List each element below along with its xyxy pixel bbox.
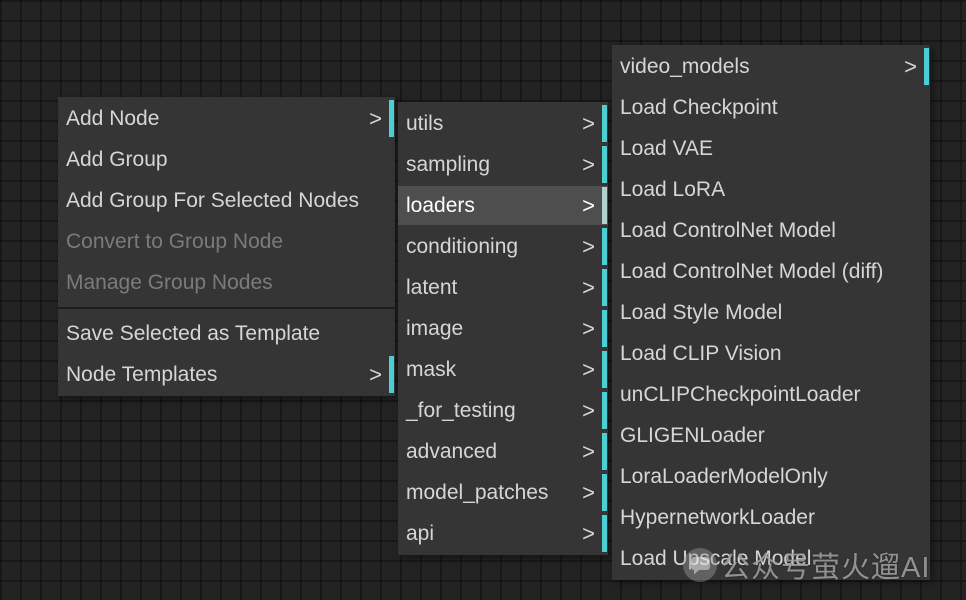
submenu-indicator-bar <box>602 105 607 142</box>
menu-item-label: Add Group <box>66 148 168 171</box>
menu-item-label: Load ControlNet Model (diff) <box>620 260 884 283</box>
menu-separator <box>58 307 395 309</box>
chevron-right-icon: > <box>582 234 595 259</box>
category-item-api[interactable]: api > <box>398 514 608 553</box>
chevron-right-icon: > <box>582 521 595 546</box>
menu-item-label: _for_testing <box>406 399 516 422</box>
chevron-right-icon: > <box>369 106 382 131</box>
chevron-right-icon: > <box>582 111 595 136</box>
submenu-indicator-bar <box>924 48 929 85</box>
loader-item-hypernetwork-loader[interactable]: HypernetworkLoader <box>612 498 930 537</box>
loader-item-load-vae[interactable]: Load VAE <box>612 129 930 168</box>
menu-item-add-node[interactable]: Add Node > <box>58 99 395 138</box>
menu-item-label: Load VAE <box>620 137 714 160</box>
chevron-right-icon: > <box>582 398 595 423</box>
submenu-indicator-bar <box>602 146 607 183</box>
category-item-model-patches[interactable]: model_patches > <box>398 473 608 512</box>
category-item-sampling[interactable]: sampling > <box>398 145 608 184</box>
chevron-right-icon: > <box>582 357 595 382</box>
menu-item-manage-group-nodes: Manage Group Nodes <box>58 263 395 302</box>
loader-item-load-style-model[interactable]: Load Style Model <box>612 293 930 332</box>
menu-item-label: latent <box>406 276 458 299</box>
loader-item-load-upscale-model[interactable]: Load Upscale Model <box>612 539 930 578</box>
context-menu-main: Add Node > Add Group Add Group For Selec… <box>58 97 395 396</box>
menu-item-label: Save Selected as Template <box>66 322 321 345</box>
loader-item-lora-loader-model-only[interactable]: LoraLoaderModelOnly <box>612 457 930 496</box>
category-item-advanced[interactable]: advanced > <box>398 432 608 471</box>
submenu-indicator-bar <box>602 310 607 347</box>
category-item-mask[interactable]: mask > <box>398 350 608 389</box>
menu-item-label: advanced <box>406 440 498 463</box>
submenu-indicator-bar <box>602 433 607 470</box>
menu-item-label: Node Templates <box>66 363 218 386</box>
submenu-indicator-bar <box>602 187 607 224</box>
submenu-indicator-bar <box>602 515 607 552</box>
submenu-indicator-bar <box>602 228 607 265</box>
menu-item-label: video_models <box>620 55 750 78</box>
submenu-indicator-bar <box>602 474 607 511</box>
loader-item-load-clip-vision[interactable]: Load CLIP Vision <box>612 334 930 373</box>
menu-item-label: Load Checkpoint <box>620 96 778 119</box>
menu-item-label: Add Node <box>66 107 160 130</box>
chevron-right-icon: > <box>369 362 382 387</box>
menu-item-label: loaders <box>406 194 475 217</box>
submenu-indicator-bar <box>602 392 607 429</box>
menu-item-node-templates[interactable]: Node Templates > <box>58 355 395 394</box>
menu-item-add-group[interactable]: Add Group <box>58 140 395 179</box>
category-item-latent[interactable]: latent > <box>398 268 608 307</box>
menu-item-label: sampling <box>406 153 491 176</box>
category-item-for-testing[interactable]: _for_testing > <box>398 391 608 430</box>
chevron-right-icon: > <box>582 193 595 218</box>
menu-item-label: Convert to Group Node <box>66 230 284 253</box>
menu-item-label: conditioning <box>406 235 519 258</box>
menu-item-label: Add Group For Selected Nodes <box>66 189 359 212</box>
category-item-utils[interactable]: utils > <box>398 104 608 143</box>
menu-item-label: model_patches <box>406 481 549 504</box>
menu-item-label: Manage Group Nodes <box>66 271 273 294</box>
menu-item-add-group-for-selected-nodes[interactable]: Add Group For Selected Nodes <box>58 181 395 220</box>
submenu-indicator-bar <box>602 269 607 306</box>
loader-item-load-controlnet-model-diff[interactable]: Load ControlNet Model (diff) <box>612 252 930 291</box>
menu-item-label: HypernetworkLoader <box>620 506 815 529</box>
menu-item-label: Load Style Model <box>620 301 783 324</box>
context-menu-categories: utils > sampling > loaders > conditionin… <box>398 102 608 555</box>
context-menu-loaders: video_models > Load Checkpoint Load VAE … <box>612 45 930 580</box>
chevron-right-icon: > <box>904 54 917 79</box>
chevron-right-icon: > <box>582 439 595 464</box>
loader-item-load-checkpoint[interactable]: Load Checkpoint <box>612 88 930 127</box>
category-item-loaders[interactable]: loaders > <box>398 186 608 225</box>
loader-item-unclip-checkpoint-loader[interactable]: unCLIPCheckpointLoader <box>612 375 930 414</box>
menu-item-convert-to-group-node: Convert to Group Node <box>58 222 395 261</box>
loader-item-video-models[interactable]: video_models > <box>612 47 930 86</box>
menu-item-label: Load ControlNet Model <box>620 219 836 242</box>
menu-item-label: Load LoRA <box>620 178 726 201</box>
menu-item-label: Load CLIP Vision <box>620 342 782 365</box>
category-item-image[interactable]: image > <box>398 309 608 348</box>
menu-item-label: image <box>406 317 464 340</box>
menu-item-label: LoraLoaderModelOnly <box>620 465 828 488</box>
menu-item-label: Load Upscale Model <box>620 547 812 570</box>
submenu-indicator-bar <box>389 356 394 393</box>
submenu-indicator-bar <box>602 351 607 388</box>
menu-item-label: GLIGENLoader <box>620 424 765 447</box>
menu-item-label: mask <box>406 358 457 381</box>
menu-item-save-selected-as-template[interactable]: Save Selected as Template <box>58 314 395 353</box>
chevron-right-icon: > <box>582 480 595 505</box>
category-item-conditioning[interactable]: conditioning > <box>398 227 608 266</box>
chevron-right-icon: > <box>582 152 595 177</box>
chevron-right-icon: > <box>582 316 595 341</box>
submenu-indicator-bar <box>389 100 394 137</box>
menu-item-label: api <box>406 522 435 545</box>
loader-item-load-lora[interactable]: Load LoRA <box>612 170 930 209</box>
loader-item-gligen-loader[interactable]: GLIGENLoader <box>612 416 930 455</box>
loader-item-load-controlnet-model[interactable]: Load ControlNet Model <box>612 211 930 250</box>
chevron-right-icon: > <box>582 275 595 300</box>
menu-item-label: utils <box>406 112 444 135</box>
menu-item-label: unCLIPCheckpointLoader <box>620 383 861 406</box>
